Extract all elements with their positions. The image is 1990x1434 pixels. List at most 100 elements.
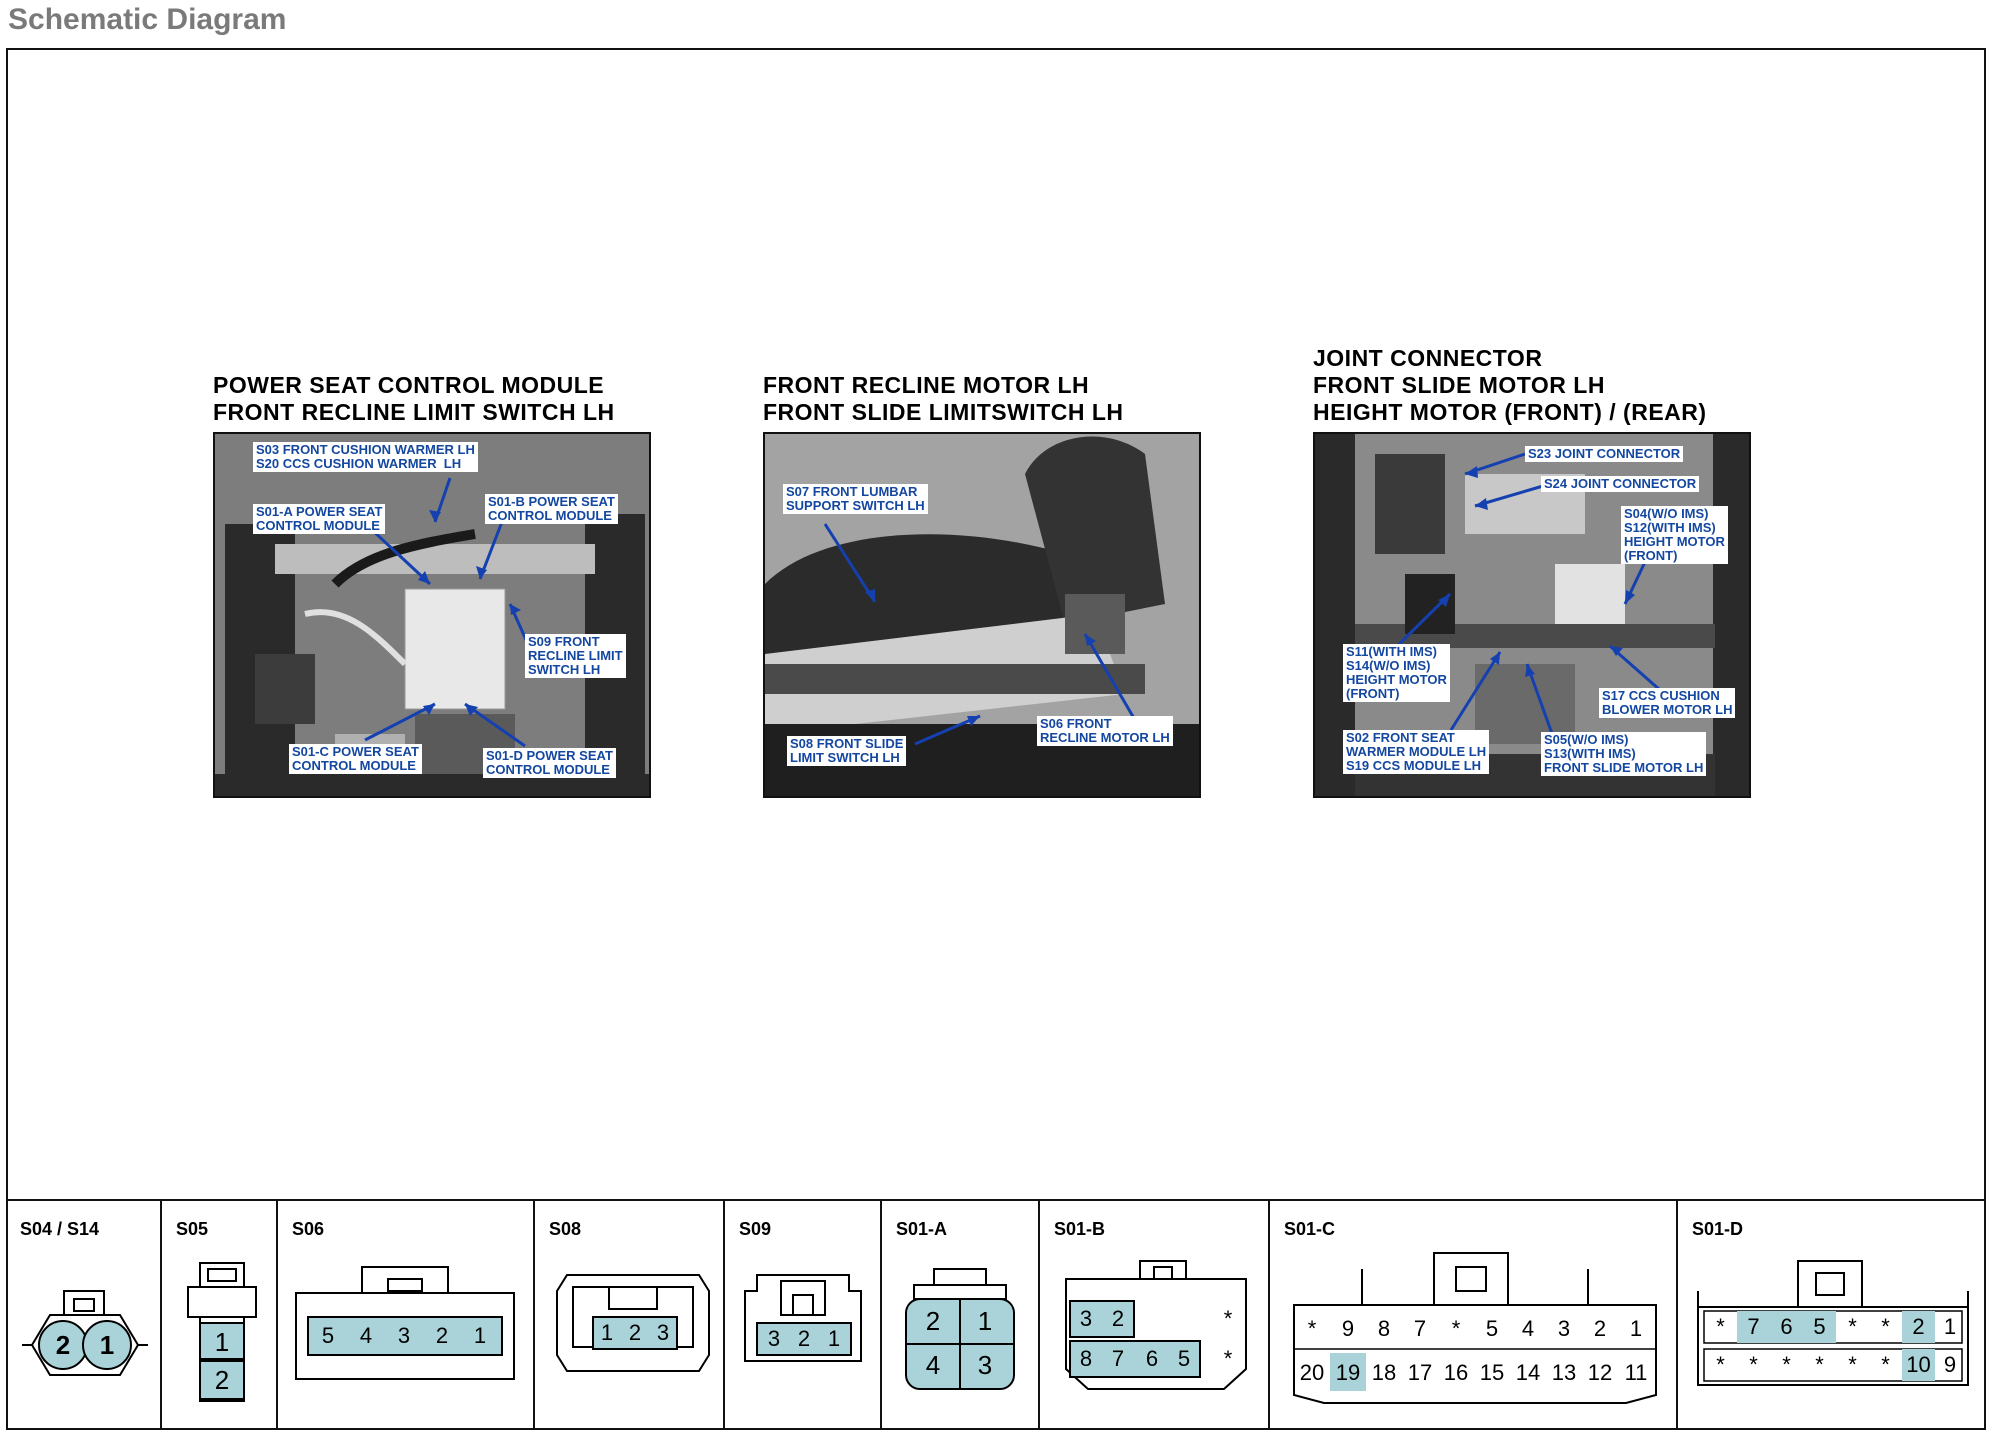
pin: 13 — [1551, 1360, 1577, 1385]
diagram-frame — [6, 48, 1986, 1430]
pin: 2 — [797, 1326, 811, 1351]
connector-s01-c-outline — [1293, 1252, 1657, 1404]
pin: * — [1848, 1352, 1857, 1377]
connector-s09-outline — [744, 1274, 862, 1362]
connector-cell-s01-a: S01-A 2 1 4 3 — [882, 1201, 1040, 1430]
pin: * — [1307, 1316, 1317, 1341]
photo-label: S17 CCS CUSHION BLOWER MOTOR LH — [1599, 688, 1736, 718]
pin: 6 — [1780, 1314, 1793, 1339]
page-title: Schematic Diagram — [8, 3, 287, 36]
connector-s08-outline — [556, 1274, 710, 1372]
photo-joint-connector: S23 JOINT CONNECTOR S24 JOINT CONNECTOR … — [1313, 432, 1751, 798]
pin: 2 — [925, 1305, 941, 1336]
pin: * — [1782, 1352, 1791, 1377]
pin: 17 — [1407, 1360, 1433, 1385]
pin: * — [1881, 1314, 1890, 1339]
connector-id: S01-C — [1284, 1219, 1336, 1239]
pin: 6 — [1145, 1346, 1159, 1371]
pin: 4 — [359, 1323, 373, 1348]
connector-cell-s01-d: S01-D * 7 6 5 * * 2 1 * * * * — [1678, 1201, 1986, 1430]
photo-title-line: HEIGHT MOTOR (FRONT) / (REAR) — [1313, 399, 1707, 425]
pin: 9 — [1943, 1352, 1957, 1377]
pin: 1 — [827, 1326, 841, 1351]
photo-label: S03 FRONT CUSHION WARMER LH S20 CCS CUSH… — [253, 442, 478, 472]
photo-title-line: POWER SEAT CONTROL MODULE — [213, 372, 605, 398]
pin: 2 — [628, 1320, 642, 1345]
pin: * — [1848, 1314, 1857, 1339]
pin: 4 — [925, 1349, 941, 1380]
connector-cell-s01-c: S01-C * 9 8 7 * 5 4 3 2 1 20 19 18 17 16 — [1270, 1201, 1678, 1430]
photo-label: S09 FRONT RECLINE LIMIT SWITCH LH — [525, 634, 626, 678]
pin: 1 — [473, 1323, 487, 1348]
pin: 8 — [1377, 1316, 1391, 1341]
pin: 4 — [1521, 1316, 1535, 1341]
connector-cell-s08: S08 1 2 3 — [535, 1201, 725, 1430]
connector-id: S08 — [549, 1219, 582, 1239]
connector-cell-s05: S05 1 2 — [162, 1201, 278, 1430]
pin: * — [1223, 1306, 1233, 1331]
pin: 1 — [1629, 1316, 1643, 1341]
photo-title-line: FRONT RECLINE MOTOR LH — [763, 372, 1090, 398]
connector-cell-s06: S06 5 4 3 2 1 — [278, 1201, 535, 1430]
pin: 2 — [1111, 1306, 1125, 1331]
pin: * — [1749, 1352, 1758, 1377]
photo-drawing — [215, 434, 649, 796]
connector-cell-s04-s14: S04 / S14 2 1 — [6, 1201, 162, 1430]
pin: 2 — [1912, 1314, 1925, 1339]
pin: 3 — [1557, 1316, 1571, 1341]
pin: * — [1716, 1352, 1725, 1377]
connector-id: S01-A — [896, 1219, 948, 1239]
connector-s01-b-outline — [1065, 1260, 1247, 1390]
pin: 18 — [1371, 1360, 1397, 1385]
photo-label: S07 FRONT LUMBAR SUPPORT SWITCH LH — [783, 484, 928, 514]
photo-title-line: FRONT RECLINE LIMIT SWITCH LH — [213, 399, 615, 425]
photo-block-power-seat-module: POWER SEAT CONTROL MODULE FRONT RECLINE … — [213, 372, 653, 800]
connector-strip: S04 / S14 2 1 S05 1 2 S06 — [6, 1199, 1986, 1430]
pin: 1 — [600, 1320, 614, 1345]
photo-block-recline-motor: FRONT RECLINE MOTOR LH FRONT SLIDE LIMIT… — [763, 372, 1203, 800]
photo-label: S08 FRONT SLIDE LIMIT SWITCH LH — [787, 736, 907, 766]
pin: 3 — [767, 1326, 781, 1351]
pin: * — [1716, 1314, 1725, 1339]
photo-label: S01-B POWER SEAT CONTROL MODULE — [485, 494, 618, 524]
pin: 8 — [1079, 1346, 1093, 1371]
pin: 2 — [214, 1364, 230, 1395]
photo-title-line: FRONT SLIDE MOTOR LH — [1313, 372, 1605, 398]
pin: 7 — [1111, 1346, 1125, 1371]
connector-id: S09 — [739, 1219, 772, 1239]
photo-label: S06 FRONT RECLINE MOTOR LH — [1037, 716, 1173, 746]
connector-s06-outline — [295, 1266, 515, 1380]
photo-label: S24 JOINT CONNECTOR — [1541, 476, 1700, 492]
pin: 3 — [656, 1320, 670, 1345]
pin: 1 — [1943, 1314, 1957, 1339]
pin: 15 — [1479, 1360, 1505, 1385]
photo-recline-motor: S07 FRONT LUMBAR SUPPORT SWITCH LH S08 F… — [763, 432, 1201, 798]
pin: 2 — [1593, 1316, 1607, 1341]
photo-label: S05(W/O IMS) S13(WITH IMS) FRONT SLIDE M… — [1541, 732, 1707, 776]
connector-id: S04 / S14 — [20, 1219, 100, 1239]
pin: 2 — [55, 1329, 71, 1360]
pin: 2 — [435, 1323, 449, 1348]
connector-id: S01-D — [1692, 1219, 1744, 1239]
connector-s01-d-outline — [1697, 1260, 1969, 1386]
pin: 11 — [1624, 1360, 1648, 1385]
photo-label: S04(W/O IMS) S12(WITH IMS) HEIGHT MOTOR … — [1621, 506, 1728, 564]
photo-label: S01-C POWER SEAT CONTROL MODULE — [289, 744, 422, 774]
pin: * — [1451, 1316, 1461, 1341]
photo-label: S11(WITH IMS) S14(W/O IMS) HEIGHT MOTOR … — [1343, 644, 1450, 702]
pin: 10 — [1906, 1352, 1931, 1377]
photo-title-line: JOINT CONNECTOR — [1313, 345, 1543, 371]
pin: 7 — [1413, 1316, 1427, 1341]
connector-s05-outline — [187, 1262, 257, 1402]
pin: 3 — [977, 1349, 993, 1380]
connector-cell-s01-b: S01-B 3 2 * 8 7 6 5 * — [1040, 1201, 1270, 1430]
pin: 9 — [1341, 1316, 1355, 1341]
pin: 16 — [1443, 1360, 1469, 1385]
pin: 20 — [1299, 1360, 1325, 1385]
pin: 1 — [99, 1329, 115, 1360]
connector-cell-s09: S09 3 2 1 — [725, 1201, 882, 1430]
photo-label: S02 FRONT SEAT WARMER MODULE LH S19 CCS … — [1343, 730, 1490, 774]
pin: 5 — [1813, 1314, 1826, 1339]
photo-label: S01-A POWER SEAT CONTROL MODULE — [253, 504, 386, 534]
connector-s04-s14-outline — [22, 1290, 148, 1376]
